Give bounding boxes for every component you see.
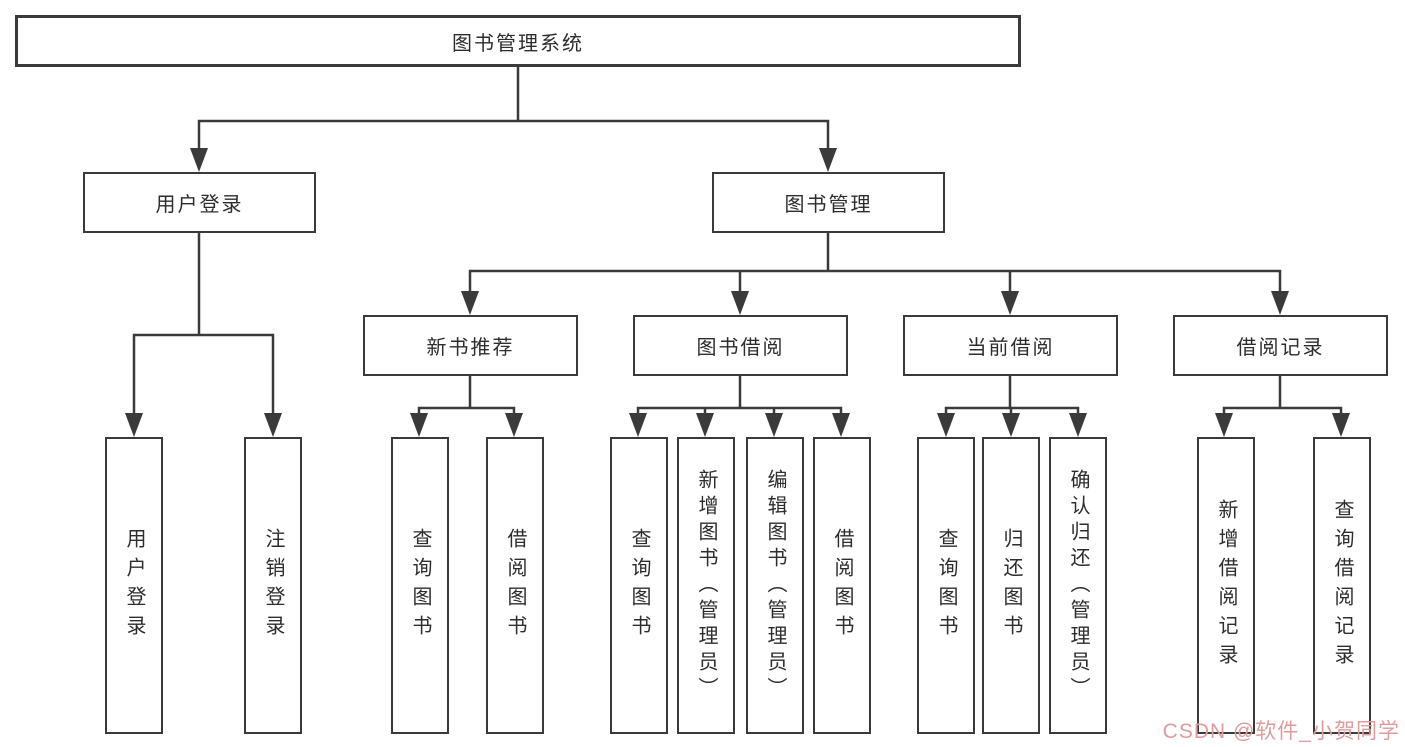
- csdn-watermark: CSDN @软件_小贺同学: [1162, 720, 1400, 743]
- arrowhead-icons: [125, 148, 1350, 437]
- root-node-label: 图书管理系统: [452, 32, 584, 55]
- leaf-label: 借阅图书: [504, 527, 526, 644]
- root-node: 图书管理系统: [15, 15, 1021, 67]
- leaf-records-query-record: 查询借阅记录: [1313, 437, 1371, 734]
- node-user-login: 用户登录: [83, 172, 316, 233]
- node-borrow-records: 借阅记录: [1173, 315, 1388, 376]
- node-label: 新书推荐: [426, 337, 515, 359]
- node-book-management: 图书管理: [712, 172, 945, 233]
- leaf-label: 确认归还（管理员）: [1067, 468, 1089, 703]
- node-label: 借阅记录: [1236, 337, 1325, 359]
- leaf-label: 借阅图书: [831, 527, 853, 644]
- leaf-logout: 注销登录: [244, 437, 302, 734]
- leaf-current-confirm-return-admin: 确认归还（管理员）: [1049, 437, 1107, 734]
- leaf-label: 查询借阅记录: [1331, 498, 1353, 673]
- leaf-label: 注销登录: [262, 527, 284, 644]
- leaf-label: 用户登录: [123, 527, 145, 644]
- leaf-records-add-record: 新增借阅记录: [1197, 437, 1255, 734]
- leaf-label: 新增借阅记录: [1215, 498, 1237, 673]
- leaf-current-return-books: 归还图书: [982, 437, 1040, 734]
- leaf-recommend-borrow-books: 借阅图书: [486, 437, 544, 734]
- node-label: 图书借阅: [696, 337, 785, 359]
- leaf-label: 查询图书: [409, 527, 431, 644]
- leaf-recommend-query-books: 查询图书: [391, 437, 449, 734]
- leaf-borrow-borrow-books: 借阅图书: [813, 437, 871, 734]
- node-label: 用户登录: [155, 194, 244, 216]
- leaf-label: 编辑图书（管理员）: [764, 468, 786, 703]
- leaf-user-login: 用户登录: [105, 437, 163, 734]
- leaf-borrow-query-books: 查询图书: [610, 437, 668, 734]
- node-current-borrow: 当前借阅: [903, 315, 1118, 376]
- node-label: 当前借阅: [966, 337, 1055, 359]
- leaf-label: 查询图书: [935, 527, 957, 644]
- leaf-label: 查询图书: [628, 527, 650, 644]
- leaf-borrow-edit-books-admin: 编辑图书（管理员）: [746, 437, 804, 734]
- leaf-current-query-books: 查询图书: [917, 437, 975, 734]
- node-label: 图书管理: [784, 194, 873, 216]
- node-new-book-recommend: 新书推荐: [363, 315, 578, 376]
- node-book-borrow: 图书借阅: [633, 315, 848, 376]
- leaf-label: 归还图书: [1000, 527, 1022, 644]
- leaf-borrow-add-books-admin: 新增图书（管理员）: [677, 437, 735, 734]
- leaf-label: 新增图书（管理员）: [695, 468, 717, 703]
